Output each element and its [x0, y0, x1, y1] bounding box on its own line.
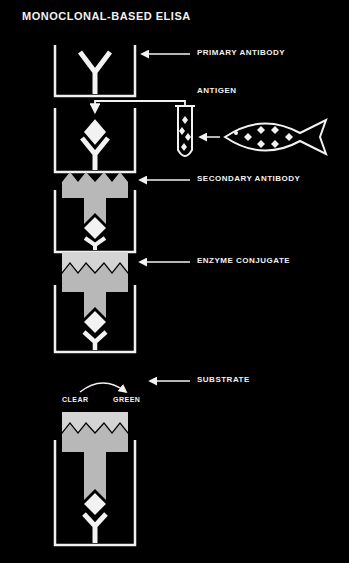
antigen-diamond: [83, 310, 107, 334]
primary-antibody: [80, 52, 110, 94]
leader-arrow: [140, 179, 190, 181]
test-tube-rim: [175, 105, 195, 107]
leader-arrow: [200, 136, 220, 138]
color-label: GREEN: [113, 396, 140, 404]
label-holder: SUBSTRATE: [197, 376, 250, 385]
test-tube: [178, 106, 192, 156]
step-label: SUBSTRATE: [197, 376, 250, 385]
leader-arrow: [140, 261, 190, 263]
leader-arrow: [142, 53, 190, 55]
label-holder: ENZYME CONJUGATE: [197, 257, 290, 266]
fish-eye: [234, 131, 238, 135]
well: [55, 108, 135, 172]
primary-antibody: [84, 514, 106, 543]
step-label: ANTIGEN: [197, 87, 237, 96]
step-label: PRIMARY ANTIBODY: [197, 49, 285, 58]
title-holder: MONOCLONAL-BASED ELISA: [22, 10, 191, 22]
reaction-arrow: [80, 383, 126, 392]
step-label: ENZYME CONJUGATE: [197, 257, 290, 266]
title: MONOCLONAL-BASED ELISA: [22, 10, 191, 22]
antigen-diamond: [83, 118, 107, 146]
fish-antigens: [244, 126, 293, 148]
label-holder: ANTIGEN: [197, 87, 237, 96]
color-label: CLEAR: [62, 396, 89, 404]
tube-antigens: [179, 116, 191, 151]
fish: [225, 120, 326, 154]
label-holder: CLEAR: [62, 396, 89, 404]
secondary-antibody: [62, 424, 128, 500]
antigen-diamond: [83, 492, 107, 516]
label-holder: GREEN: [113, 396, 140, 404]
label-holder: PRIMARY ANTIBODY: [197, 49, 285, 58]
antigen-diamond: [83, 216, 107, 240]
leader-arrow: [150, 380, 190, 382]
primary-antibody: [84, 332, 106, 350]
primary-antibody: [85, 238, 105, 250]
label-holder: SECONDARY ANTIBODY: [197, 175, 300, 184]
step-label: SECONDARY ANTIBODY: [197, 175, 300, 184]
well: [55, 45, 135, 96]
transfer-arrow: [95, 101, 185, 112]
